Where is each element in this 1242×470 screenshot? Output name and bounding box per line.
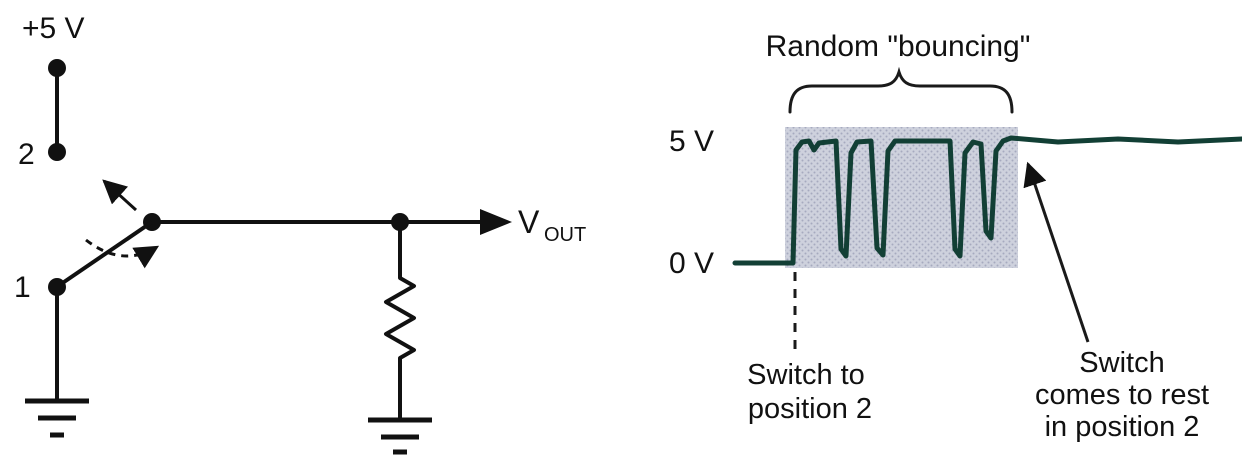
supply-terminal-dot [48, 59, 66, 77]
switch-annotation-line2: position 2 [748, 393, 872, 425]
supply-voltage-label: +5 V [22, 12, 85, 45]
position1-label: 1 [14, 271, 31, 304]
ground-symbol-right [368, 417, 432, 455]
position2-contact-dot [48, 143, 66, 161]
rest-annotation-line1: Switch [1079, 347, 1164, 379]
rest-annotation-arrow [1023, 161, 1090, 343]
rest-annotation-line2: comes to rest [1035, 379, 1209, 411]
switch-arm [62, 220, 154, 284]
pulldown-resistor [384, 222, 416, 420]
rest-annotation-line3: in position 2 [1045, 411, 1200, 443]
ground-symbol-left [25, 398, 89, 438]
switch-throw-arrow [102, 179, 138, 212]
waveform-trace [732, 135, 1242, 266]
high-level-label: 5 V [669, 125, 714, 158]
vout-subscript-label: OUT [544, 224, 586, 246]
vout-arrowhead [480, 209, 512, 235]
low-level-label: 0 V [669, 247, 714, 280]
switch-annotation-line1: Switch to [747, 359, 865, 391]
circuit-schematic: +5 V 2 1 V [14, 12, 586, 455]
position2-label: 2 [18, 138, 35, 171]
vout-label: V [518, 204, 540, 240]
bounce-title: Random "bouncing" [766, 30, 1031, 63]
bounce-brace [788, 66, 1014, 114]
bounce-waveform-graph: Random "bouncing" 5 V 0 V Switch to posi… [669, 30, 1242, 443]
switch-bounce-arc-arrow [85, 238, 160, 269]
